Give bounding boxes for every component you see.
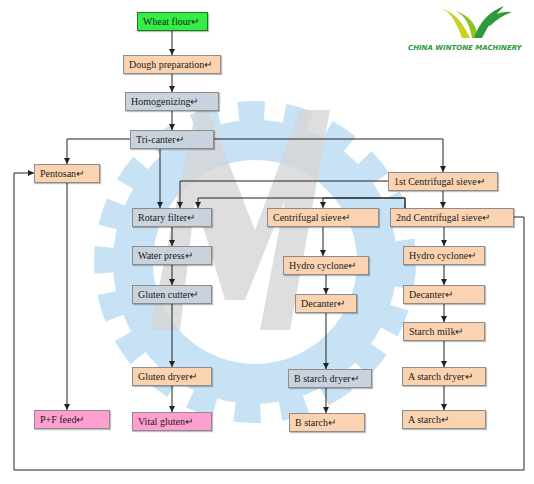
process-box: B starch↵ bbox=[289, 413, 365, 432]
box-label: Decanter↵ bbox=[301, 298, 345, 309]
flow-arrow bbox=[198, 198, 405, 208]
flow-arrow bbox=[172, 31, 173, 55]
box-label: Pentosan↵ bbox=[40, 168, 84, 179]
process-box: A starch dryer↵ bbox=[402, 367, 486, 386]
flow-arrow bbox=[180, 181, 388, 208]
box-label: A starch dryer↵ bbox=[408, 371, 473, 382]
flow-arrow bbox=[172, 304, 173, 367]
box-label: Dough preparation↵ bbox=[129, 59, 212, 70]
process-box: Gluten dryer↵ bbox=[132, 367, 212, 386]
process-box: Tri-canter↵ bbox=[130, 130, 214, 149]
logo-leaf bbox=[486, 12, 512, 26]
flow-arrow bbox=[326, 275, 327, 294]
logo-leaf bbox=[440, 8, 470, 38]
flow-arrow bbox=[172, 111, 173, 130]
flow-arrow bbox=[14, 173, 524, 470]
process-box: 2nd Centrifugal sieve↵ bbox=[390, 208, 514, 227]
box-label: A starch↵ bbox=[408, 414, 449, 425]
process-box: A starch↵ bbox=[402, 410, 486, 429]
flow-arrow bbox=[444, 386, 445, 410]
box-label: Centrifugal sieve↵ bbox=[273, 212, 350, 223]
flow-arrow bbox=[444, 265, 445, 285]
process-box: Centrifugal sieve↵ bbox=[267, 208, 379, 227]
box-label: 2nd Centrifugal sieve↵ bbox=[396, 212, 490, 223]
box-label: 1st Centrifugal sieve↵ bbox=[394, 176, 485, 187]
box-label: B starch dryer↵ bbox=[294, 373, 359, 384]
flow-arrow bbox=[172, 386, 173, 412]
flow-arrow bbox=[444, 341, 445, 367]
flow-arrow bbox=[172, 265, 173, 285]
flow-arrow bbox=[326, 388, 327, 413]
box-label: Wheat flour↵ bbox=[143, 16, 199, 27]
flow-arrow bbox=[326, 313, 327, 369]
process-box: Wheat flour↵ bbox=[137, 12, 208, 31]
flow-arrow bbox=[67, 139, 130, 164]
process-box: Decanter↵ bbox=[403, 285, 485, 304]
box-label: Rotary filter↵ bbox=[138, 212, 195, 223]
process-box: Hydro cyclone↵ bbox=[283, 256, 369, 275]
flow-arrow bbox=[444, 227, 445, 246]
box-label: Tri-canter↵ bbox=[136, 134, 184, 145]
flow-arrow bbox=[67, 183, 68, 410]
process-box: Vital gluten↵ bbox=[132, 412, 212, 431]
flow-arrow bbox=[323, 198, 405, 208]
box-label: P+F feed↵ bbox=[40, 414, 84, 425]
flow-arrow bbox=[172, 74, 173, 92]
flow-arrow bbox=[160, 149, 161, 208]
process-box: 1st Centrifugal sieve↵ bbox=[388, 172, 498, 191]
box-label: Starch milk↵ bbox=[409, 326, 463, 337]
process-box: Gluten cutter↵ bbox=[132, 285, 212, 304]
flow-arrow bbox=[323, 227, 324, 256]
process-box: Hydro cyclone↵ bbox=[403, 246, 485, 265]
box-label: Gluten dryer↵ bbox=[138, 371, 197, 382]
process-box: Decanter↵ bbox=[295, 294, 357, 313]
process-box: B starch dryer↵ bbox=[288, 369, 372, 388]
process-box: Homogenizing↵ bbox=[125, 92, 219, 111]
process-box: Rotary filter↵ bbox=[132, 208, 212, 227]
box-label: Gluten cutter↵ bbox=[138, 289, 198, 300]
box-label: B starch↵ bbox=[295, 417, 336, 428]
flow-arrow bbox=[443, 191, 444, 208]
box-label: Hydro cyclone↵ bbox=[289, 260, 356, 271]
process-box: Pentosan↵ bbox=[34, 164, 100, 183]
box-label: Decanter↵ bbox=[409, 289, 453, 300]
flow-arrow bbox=[172, 227, 173, 246]
logo-leaf bbox=[452, 10, 478, 38]
box-label: Hydro cyclone↵ bbox=[409, 250, 476, 261]
process-box: P+F feed↵ bbox=[34, 410, 110, 429]
box-label: Homogenizing↵ bbox=[131, 96, 198, 107]
box-label: Water press↵ bbox=[138, 250, 193, 261]
process-box: Water press↵ bbox=[132, 246, 212, 265]
flow-arrow bbox=[214, 139, 443, 172]
process-box: Starch milk↵ bbox=[403, 322, 485, 341]
flow-arrow bbox=[444, 304, 445, 322]
logo-text: CHINA WINTONE MACHINERY bbox=[408, 44, 522, 52]
process-box: Dough preparation↵ bbox=[123, 55, 221, 74]
box-label: Vital gluten↵ bbox=[138, 416, 193, 427]
